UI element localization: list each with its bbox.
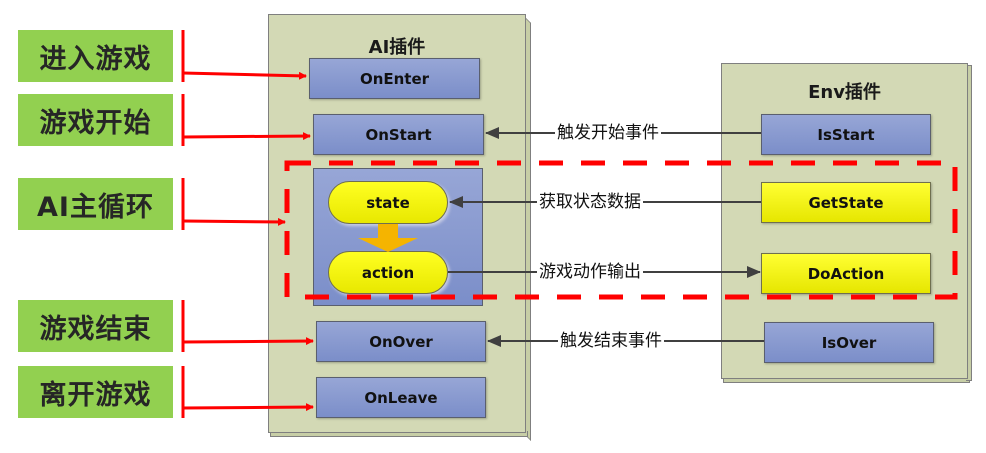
get-state-item[interactable]: GetState xyxy=(761,182,931,223)
ai-panel-depth-bottom xyxy=(270,431,528,437)
do-action-item[interactable]: DoAction xyxy=(761,253,931,294)
stage-label-loop: AI主循环 xyxy=(18,178,173,230)
on-enter-hook[interactable]: OnEnter xyxy=(309,58,480,99)
stage-label-leave: 离开游戏 xyxy=(18,366,173,418)
action-node[interactable]: action xyxy=(328,251,448,294)
state-node[interactable]: state xyxy=(328,181,448,224)
stage-label-start: 游戏开始 xyxy=(18,94,173,146)
is-over-item[interactable]: IsOver xyxy=(764,322,934,363)
start-event-label: 触发开始事件 xyxy=(555,123,661,143)
env-panel-depth xyxy=(966,65,972,381)
action-output-label: 游戏动作输出 xyxy=(537,262,643,282)
on-leave-hook[interactable]: OnLeave xyxy=(316,377,486,418)
get-state-data-label: 获取状态数据 xyxy=(537,192,643,212)
env-plugin-title: Env插件 xyxy=(808,82,881,103)
on-over-hook[interactable]: OnOver xyxy=(316,321,486,362)
over-event-label: 触发结束事件 xyxy=(558,331,664,351)
stage-label-enter: 进入游戏 xyxy=(18,30,173,82)
stage-label-over: 游戏结束 xyxy=(18,300,173,352)
is-start-item[interactable]: IsStart xyxy=(761,114,931,155)
ai-plugin-title: AI插件 xyxy=(368,37,426,58)
on-start-hook[interactable]: OnStart xyxy=(313,114,484,155)
